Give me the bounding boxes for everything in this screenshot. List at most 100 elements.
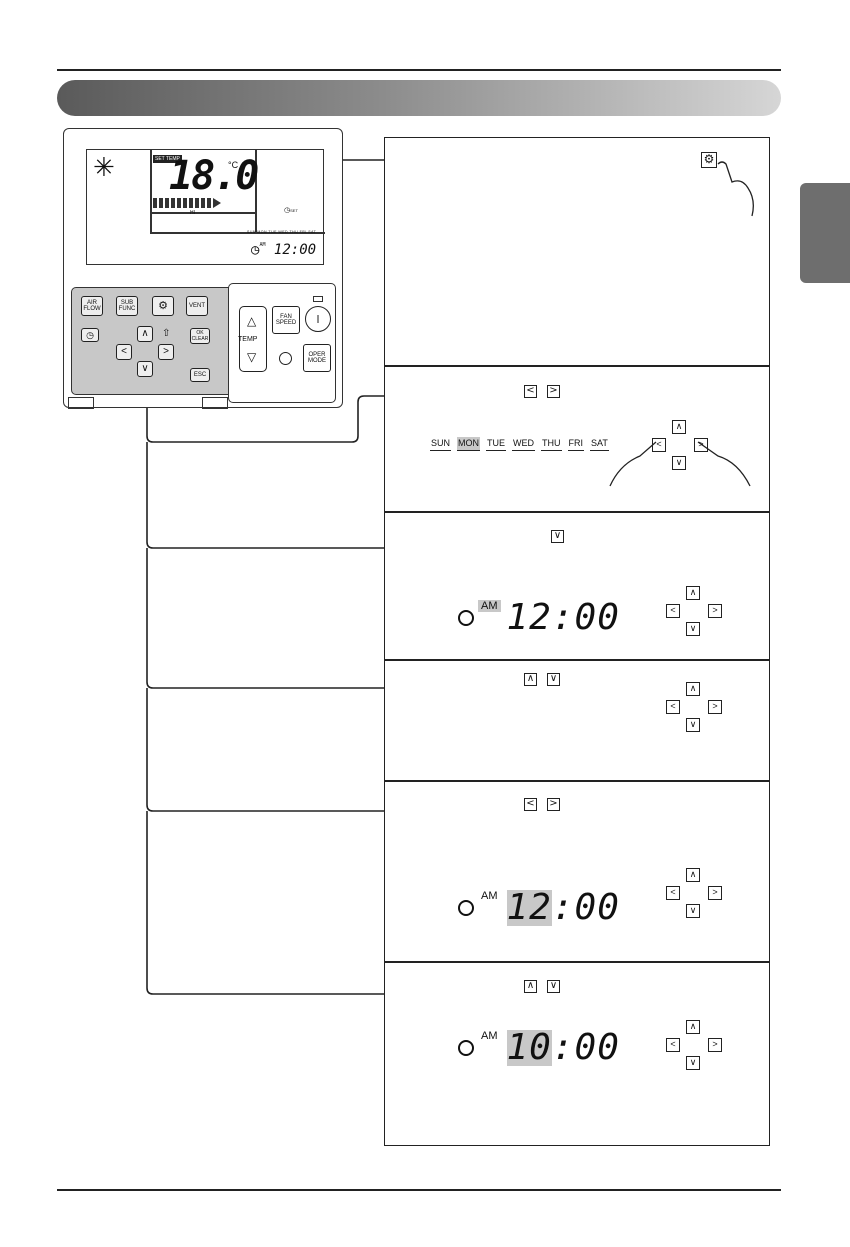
vent-button[interactable]: VENT [186, 296, 208, 316]
right-key: > [547, 798, 560, 811]
sub-func-button[interactable]: SUB FUNC [116, 296, 138, 316]
left-key: < [666, 604, 680, 618]
arrow-pad: ∧ < > ∨ [664, 866, 734, 926]
gear-key: ⚙ [701, 152, 717, 168]
arrow-pad: ∧ < > ∨ [664, 584, 734, 644]
left-key: < [666, 1038, 680, 1052]
clock-display: AM 12:00 [458, 600, 620, 636]
power-button[interactable]: ⏽ [305, 306, 331, 332]
down-key: ∨ [672, 456, 686, 470]
function-panel: AIR FLOW SUB FUNC ⚙ VENT ◷ OK CLEAR ∧ < … [71, 287, 236, 395]
clock-icon [458, 900, 474, 916]
fan-arrow-icon [213, 198, 221, 208]
day-sun: SUN [430, 437, 452, 451]
clock-minutes: 00 [574, 597, 620, 638]
temp-up-icon: △ [247, 314, 257, 328]
pressing-hand-icon [717, 161, 754, 217]
arrow-pad: ∧ < > ∨ [664, 1018, 734, 1078]
temp-down-icon: ▽ [247, 350, 257, 364]
arrow-pad: ∧ < > ∨ [664, 680, 734, 740]
am-indicator: AM [481, 1030, 498, 1042]
gear-icon: ⚙ [703, 152, 715, 166]
clock-hour: 12 [506, 887, 552, 928]
clock-colon: : [551, 1027, 575, 1068]
control-panel: △ TEMP ▽ FAN SPEED ⏽ OPER MODE [228, 283, 336, 403]
bottom-rule [57, 1189, 781, 1191]
right-key: > [547, 385, 560, 398]
clock-display: AM 10:00 [458, 1030, 620, 1066]
temp-rocker[interactable] [239, 306, 267, 372]
right-button[interactable]: > [158, 344, 174, 360]
fan-speed-bar [153, 198, 213, 208]
am-indicator: AM [478, 600, 501, 612]
left-key: < [524, 798, 537, 811]
temp-label: TEMP [238, 336, 258, 343]
set-temp-label: SET TEMP [153, 155, 182, 163]
lcd-clock: ◷AM 12:00 [251, 242, 317, 258]
down-key: ∨ [686, 622, 700, 636]
clock-icon [458, 610, 474, 626]
up-key: ∧ [524, 980, 537, 993]
clock-minutes: 00 [574, 887, 620, 928]
remote-controller: ✳ SET TEMP 18.0 °C HI ◷SET SUN MON TUE W… [63, 128, 343, 409]
hinge-right [202, 397, 228, 409]
clock-colon: : [551, 887, 575, 928]
steps-frame [384, 137, 770, 1146]
clock-hour: 12 [506, 597, 552, 638]
clock-minutes: 00 [574, 1027, 620, 1068]
left-key: < [666, 700, 680, 714]
set-temperature: 18.0 [169, 153, 259, 199]
top-rule [57, 69, 781, 71]
up-key: ∧ [686, 682, 700, 696]
day-tue: TUE [486, 437, 507, 451]
right-key: > [708, 886, 722, 900]
left-button[interactable]: < [116, 344, 132, 360]
step-divider [384, 511, 770, 513]
section-band [57, 80, 781, 116]
up-key: ∧ [686, 868, 700, 882]
day-mon: MON [457, 437, 481, 451]
hinge-left [68, 397, 94, 409]
weekday-selector: SUN MON TUE WED THU FRI SAT [430, 437, 609, 451]
clock-set-indicator: ◷SET [284, 207, 298, 214]
left-key: < [666, 886, 680, 900]
fan-level-label: HI [190, 210, 195, 216]
esc-button[interactable]: ESC [190, 368, 210, 382]
power-led [313, 296, 323, 302]
down-key: ∨ [686, 718, 700, 732]
step-divider [384, 961, 770, 963]
two-hands-icon [609, 441, 751, 487]
ok-clear-button[interactable]: OK CLEAR [190, 328, 210, 344]
up-key: ∧ [524, 673, 537, 686]
clock-icon: ◷ [86, 329, 94, 340]
day-fri: FRI [567, 437, 585, 451]
day-thu: THU [541, 437, 562, 451]
power-icon: ⏽ [313, 311, 323, 326]
clock-colon: : [551, 597, 575, 638]
oper-mode-button[interactable]: OPER MODE [303, 344, 331, 372]
step-divider [384, 780, 770, 782]
down-key: ∨ [547, 673, 560, 686]
down-key: ∨ [686, 904, 700, 918]
up-key: ∧ [686, 1020, 700, 1034]
step-divider [384, 365, 770, 367]
cool-mode-icon: ✳ [93, 152, 115, 182]
right-key: > [708, 604, 722, 618]
lcd-display: ✳ SET TEMP 18.0 °C HI ◷SET SUN MON TUE W… [86, 149, 325, 265]
air-flow-button[interactable]: AIR FLOW [81, 296, 103, 316]
right-key: > [708, 700, 722, 714]
up-button[interactable]: ∧ [137, 326, 153, 342]
down-button[interactable]: ∨ [137, 361, 153, 377]
temp-unit: °C [228, 160, 239, 170]
right-key: > [708, 1038, 722, 1052]
day-wed: WED [512, 437, 536, 451]
down-key: ∨ [551, 530, 564, 543]
am-indicator: AM [481, 890, 498, 902]
settings-gear-button[interactable]: ⚙ [152, 296, 174, 316]
gear-icon: ⚙ [158, 299, 168, 312]
clock-display: AM 12:00 [458, 890, 620, 926]
timer-button[interactable]: ◷ [81, 328, 99, 342]
sensor-hole [279, 352, 292, 365]
fan-speed-button[interactable]: FAN SPEED [272, 306, 300, 334]
